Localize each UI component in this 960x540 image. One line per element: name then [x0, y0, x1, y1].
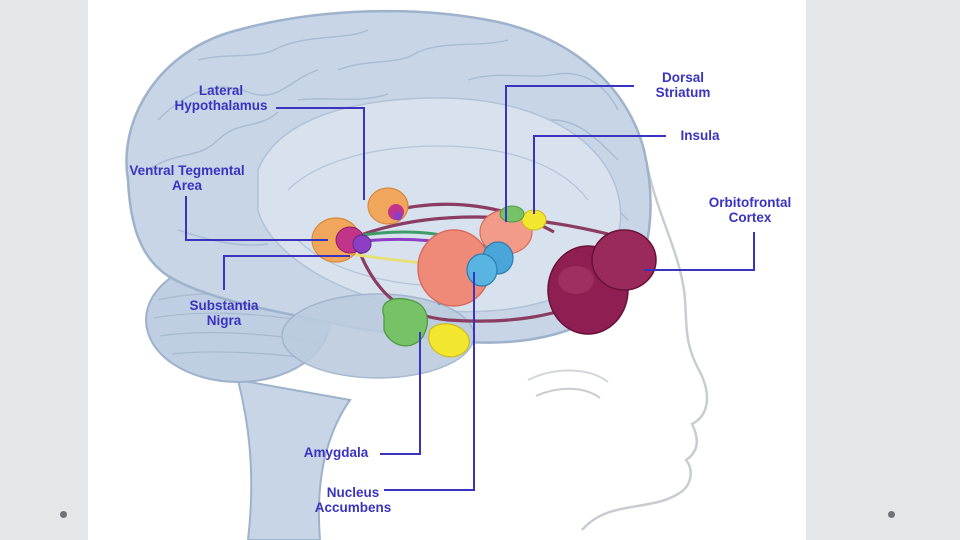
- label-orbitofrontal-cortex: Orbitofrontal Cortex: [708, 195, 792, 225]
- lateral-hypothalamus-region: [367, 187, 409, 225]
- striatum-green-cap: [499, 205, 525, 223]
- slide-prev-dot[interactable]: [60, 511, 67, 518]
- leader-dorsal-striatum: [505, 85, 634, 222]
- label-amygdala: Amygdala: [303, 445, 369, 460]
- slide-next-dot[interactable]: [888, 511, 895, 518]
- leader-amygdala: [380, 332, 421, 455]
- label-nucleus-accumbens: Nucleus Accumbens: [314, 485, 392, 515]
- substantia-nigra-region: [352, 234, 372, 254]
- label-dorsal-striatum: Dorsal Striatum: [655, 70, 711, 100]
- brain-stem: [236, 378, 352, 540]
- amygdala-region: [382, 297, 428, 347]
- insula-lower: [428, 323, 470, 358]
- label-lateral-hypothalamus: Lateral Hypothalamus: [174, 83, 268, 113]
- leader-orbitofrontal-cortex: [644, 232, 755, 271]
- brain-reward-circuit-figure: Lateral Hypothalamus Ventral Tegmental A…: [88, 0, 806, 540]
- leader-vta: [185, 196, 328, 241]
- leader-nucleus-accumbens: [384, 272, 475, 491]
- label-insula: Insula: [680, 128, 720, 143]
- leader-insula: [533, 135, 666, 214]
- eye-outline: [535, 387, 601, 399]
- label-ventral-tegmental-area: Ventral Tegmental Area: [129, 163, 245, 193]
- eyebrow-outline: [527, 369, 609, 383]
- leader-substantia-nigra: [223, 255, 350, 290]
- pathway-vta-to-ofc: [357, 215, 609, 238]
- label-substantia-nigra: Substantia Nigra: [189, 298, 259, 328]
- leader-lateral-hypothalamus: [276, 107, 365, 200]
- nucleus-accumbens: [466, 253, 498, 287]
- brain-illustration: [125, 9, 755, 540]
